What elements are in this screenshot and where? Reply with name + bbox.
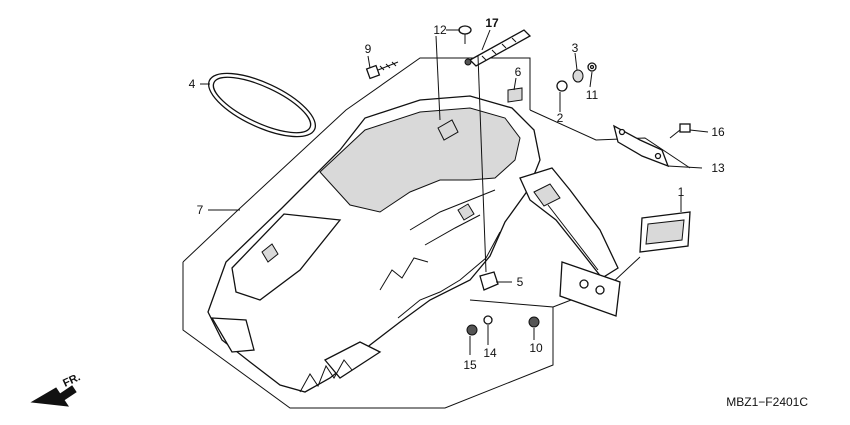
- nut-part-15: [466, 324, 478, 336]
- license-bracket: [519, 167, 619, 279]
- reflector-plate: [559, 261, 621, 317]
- grommet-part-2: [556, 80, 568, 92]
- direction-label: FR.: [61, 371, 82, 389]
- callout-12: 12: [433, 23, 447, 37]
- bolt-part-9: [365, 61, 399, 80]
- callout-6: 6: [515, 65, 522, 79]
- callout-11: 11: [586, 88, 599, 102]
- arrow-icon: [30, 385, 77, 407]
- callout-5: 5: [517, 275, 524, 289]
- front-direction-arrow: FR.: [30, 371, 82, 407]
- nut-clip-part-5: [479, 271, 499, 291]
- diagram-code: MBZ1−F2401C: [726, 395, 808, 409]
- callout-15: 15: [463, 358, 477, 372]
- callout-2: 2: [557, 111, 564, 125]
- callout-9: 9: [365, 42, 372, 56]
- callout-labels: 1 2 3 4 5 6 7 9 10 11 12 13 14 15 16 17: [189, 16, 725, 372]
- callout-1: 1: [678, 185, 685, 199]
- license-light-part-1: [639, 211, 691, 253]
- nut-part-10: [528, 316, 540, 328]
- callout-16: 16: [711, 125, 725, 139]
- rubber-block-part-6: [507, 87, 523, 103]
- bracket-plate-part-13: [613, 124, 670, 168]
- seal-ring-part-4: [207, 72, 317, 138]
- callout-10: 10: [529, 341, 543, 355]
- callout-4: 4: [189, 77, 196, 91]
- screw-part-14: [483, 315, 493, 325]
- bolt-part-16: [669, 123, 691, 139]
- washer-part-11: [587, 62, 597, 72]
- collar-part-3: [572, 69, 584, 83]
- strap-part-17: [464, 29, 532, 67]
- callout-3: 3: [572, 41, 579, 55]
- callout-13: 13: [711, 161, 725, 175]
- callout-17: 17: [485, 16, 499, 30]
- callout-7: 7: [197, 203, 204, 217]
- rear-fender-part-7: [207, 95, 541, 393]
- screw-part-12: [458, 25, 472, 44]
- leader-lines: [200, 29, 709, 355]
- callout-14: 14: [483, 346, 497, 360]
